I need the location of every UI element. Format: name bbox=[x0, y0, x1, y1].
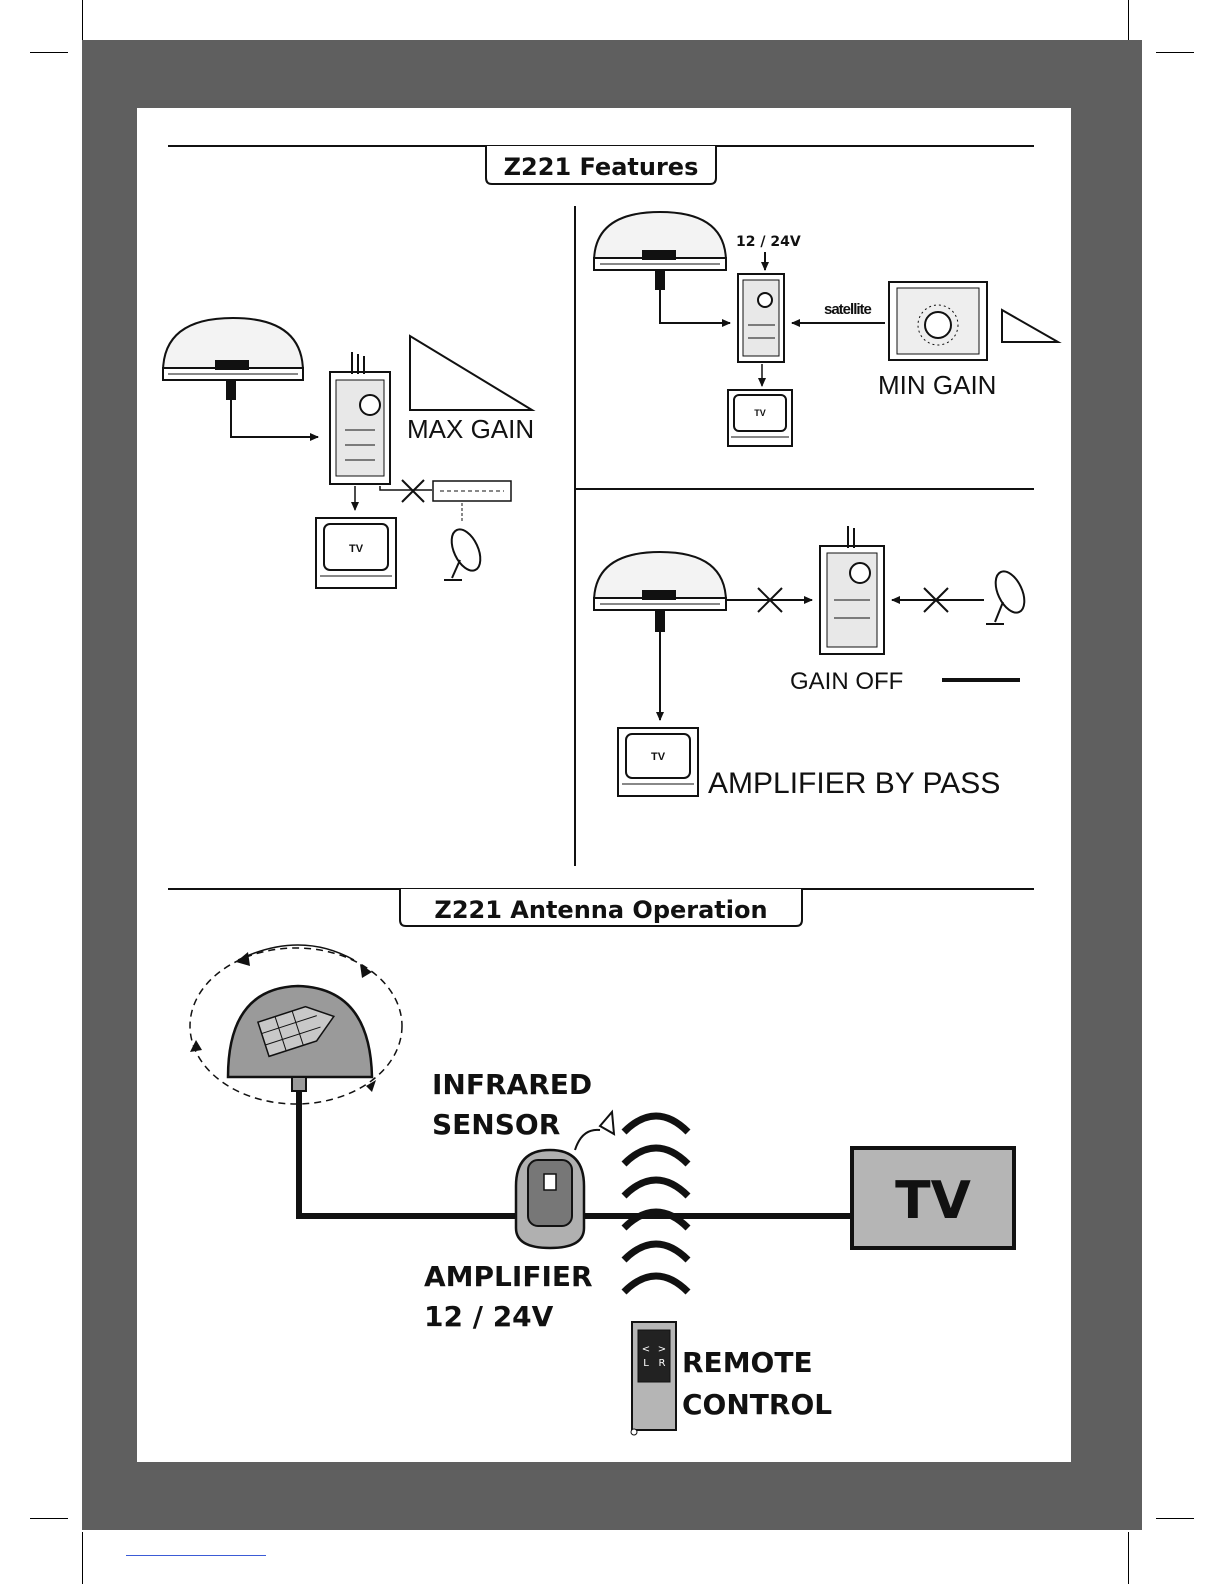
max-gain-label: MAX GAIN bbox=[407, 414, 534, 444]
rotating-antenna-icon bbox=[190, 945, 402, 1104]
operation-title: Z221 Antenna Operation bbox=[434, 896, 767, 924]
min-gain-triangle bbox=[1002, 310, 1058, 342]
min-gain-panel: 12 / 24V satellite MIN GAIN bbox=[594, 212, 1058, 446]
remote-key-l[interactable]: L bbox=[643, 1358, 649, 1369]
tv-icon: TV bbox=[316, 518, 396, 588]
features-section: Z221 Features bbox=[163, 146, 1058, 866]
antenna-dome-icon bbox=[163, 318, 303, 400]
amplifier-label-line2: 12 / 24V bbox=[424, 1300, 554, 1333]
amplifier-icon bbox=[820, 526, 884, 654]
remote-icon: < > L R bbox=[631, 1322, 676, 1435]
tv-icon: TV bbox=[852, 1148, 1014, 1248]
sensor-label-line1: INFRARED bbox=[432, 1068, 592, 1101]
features-title: Z221 Features bbox=[504, 153, 699, 181]
amplifier-icon bbox=[738, 274, 784, 362]
tv-icon: TV bbox=[728, 390, 792, 446]
max-gain-panel: MAX GAIN TV bbox=[163, 318, 534, 588]
remote-key-r[interactable]: R bbox=[659, 1358, 666, 1369]
operation-section: Z221 Antenna Operation bbox=[168, 889, 1034, 1435]
bypass-panel: GAIN OFF TV AMPLIFIER BY PASS bbox=[594, 526, 1030, 800]
bypass-label: AMPLIFIER BY PASS bbox=[708, 767, 1000, 800]
min-gain-label: MIN GAIN bbox=[878, 370, 996, 400]
remote-key-left-arrow[interactable]: < bbox=[642, 1344, 650, 1355]
tv-label-bypass: TV bbox=[651, 751, 666, 763]
antenna-dome-icon bbox=[594, 552, 726, 632]
satellite-dish-icon bbox=[986, 567, 1030, 624]
voltage-label: 12 / 24V bbox=[736, 234, 801, 250]
tv-label-min: TV bbox=[754, 408, 766, 418]
max-gain-triangle bbox=[410, 336, 532, 410]
tv-label-max: TV bbox=[349, 543, 364, 555]
satellite-label: satellite bbox=[824, 301, 872, 318]
operation-tv-label: TV bbox=[895, 1171, 971, 1231]
satellite-dish-icon bbox=[444, 525, 486, 580]
amplifier-icon bbox=[516, 1150, 584, 1248]
gain-knob-zoom bbox=[889, 282, 987, 360]
amplifier-icon bbox=[330, 352, 390, 484]
antenna-dome-icon bbox=[594, 212, 726, 290]
tv-icon: TV bbox=[618, 728, 698, 796]
remote-label-line2: CONTROL bbox=[682, 1388, 832, 1421]
gain-off-label: GAIN OFF bbox=[790, 668, 903, 695]
remote-key-right-arrow[interactable]: > bbox=[658, 1344, 666, 1355]
remote-label-line1: REMOTE bbox=[682, 1346, 813, 1379]
amplifier-label-line1: AMPLIFIER bbox=[424, 1260, 593, 1293]
receiver-icon bbox=[433, 481, 511, 501]
infrared-wave-icon bbox=[624, 1116, 688, 1292]
sensor-label-line2: SENSOR bbox=[432, 1108, 560, 1141]
